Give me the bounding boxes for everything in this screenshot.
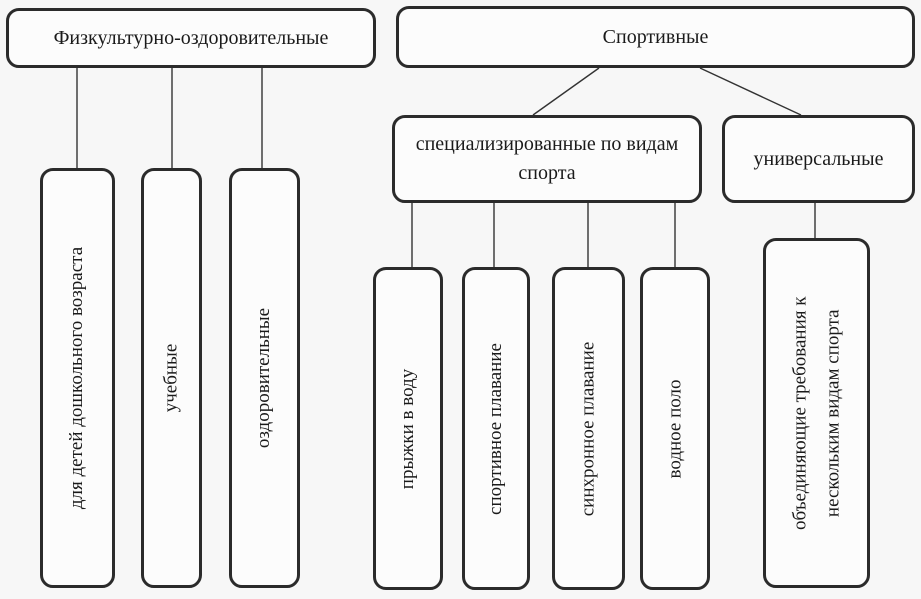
fitness-child-preschool-label: для детей дошкольного возраста <box>66 246 88 510</box>
specialized-box: специализированные по видам спорта <box>392 115 702 203</box>
universal-child-multi-sport-box: объединяющие требования к нескольким вид… <box>763 238 870 588</box>
specialized-label: специализированные по видам спорта <box>395 130 699 188</box>
specialized-child-water-polo-label: водное поло <box>664 379 686 478</box>
specialized-child-synchronized-swimming-label: синхронное плавание <box>577 341 599 516</box>
fitness-root-label: Физкультурно-оздоровительные <box>53 26 329 49</box>
universal-box: универсальные <box>722 115 915 203</box>
universal-label: универсальные <box>753 147 884 170</box>
sports-root-label: Спортивные <box>602 25 709 48</box>
universal-child-label-line1: объединяющие требования к <box>789 296 811 530</box>
universal-child-label-line2: нескольким видам спорта <box>822 309 844 517</box>
fitness-child-preschool-box: для детей дошкольного возраста <box>40 168 115 588</box>
specialized-child-synchronized-swimming-box: синхронное плавание <box>552 267 625 590</box>
universal-child-multi-sport-label: объединяющие требования к нескольким вид… <box>783 296 850 529</box>
specialized-child-water-polo-box: водное поло <box>640 267 710 590</box>
specialized-child-diving-label: прыжки в воду <box>397 368 418 489</box>
sports-root-box: Спортивные <box>396 6 915 68</box>
specialized-label-line1: специализированные <box>415 133 596 155</box>
specialized-label-line2: по видам спорта <box>518 133 679 184</box>
fitness-root-box: Физкультурно-оздоровительные <box>6 8 376 68</box>
fitness-child-health-label: оздоровительные <box>253 307 275 449</box>
fitness-child-educational-label: учебные <box>160 343 182 413</box>
fitness-child-health-box: оздоровительные <box>229 168 300 588</box>
fitness-child-educational-box: учебные <box>141 168 202 588</box>
specialized-child-sport-swimming-box: спортивное плавание <box>462 267 530 590</box>
specialized-child-sport-swimming-label: спортивное плавание <box>485 342 507 515</box>
specialized-child-diving-box: прыжки в воду <box>373 267 443 590</box>
